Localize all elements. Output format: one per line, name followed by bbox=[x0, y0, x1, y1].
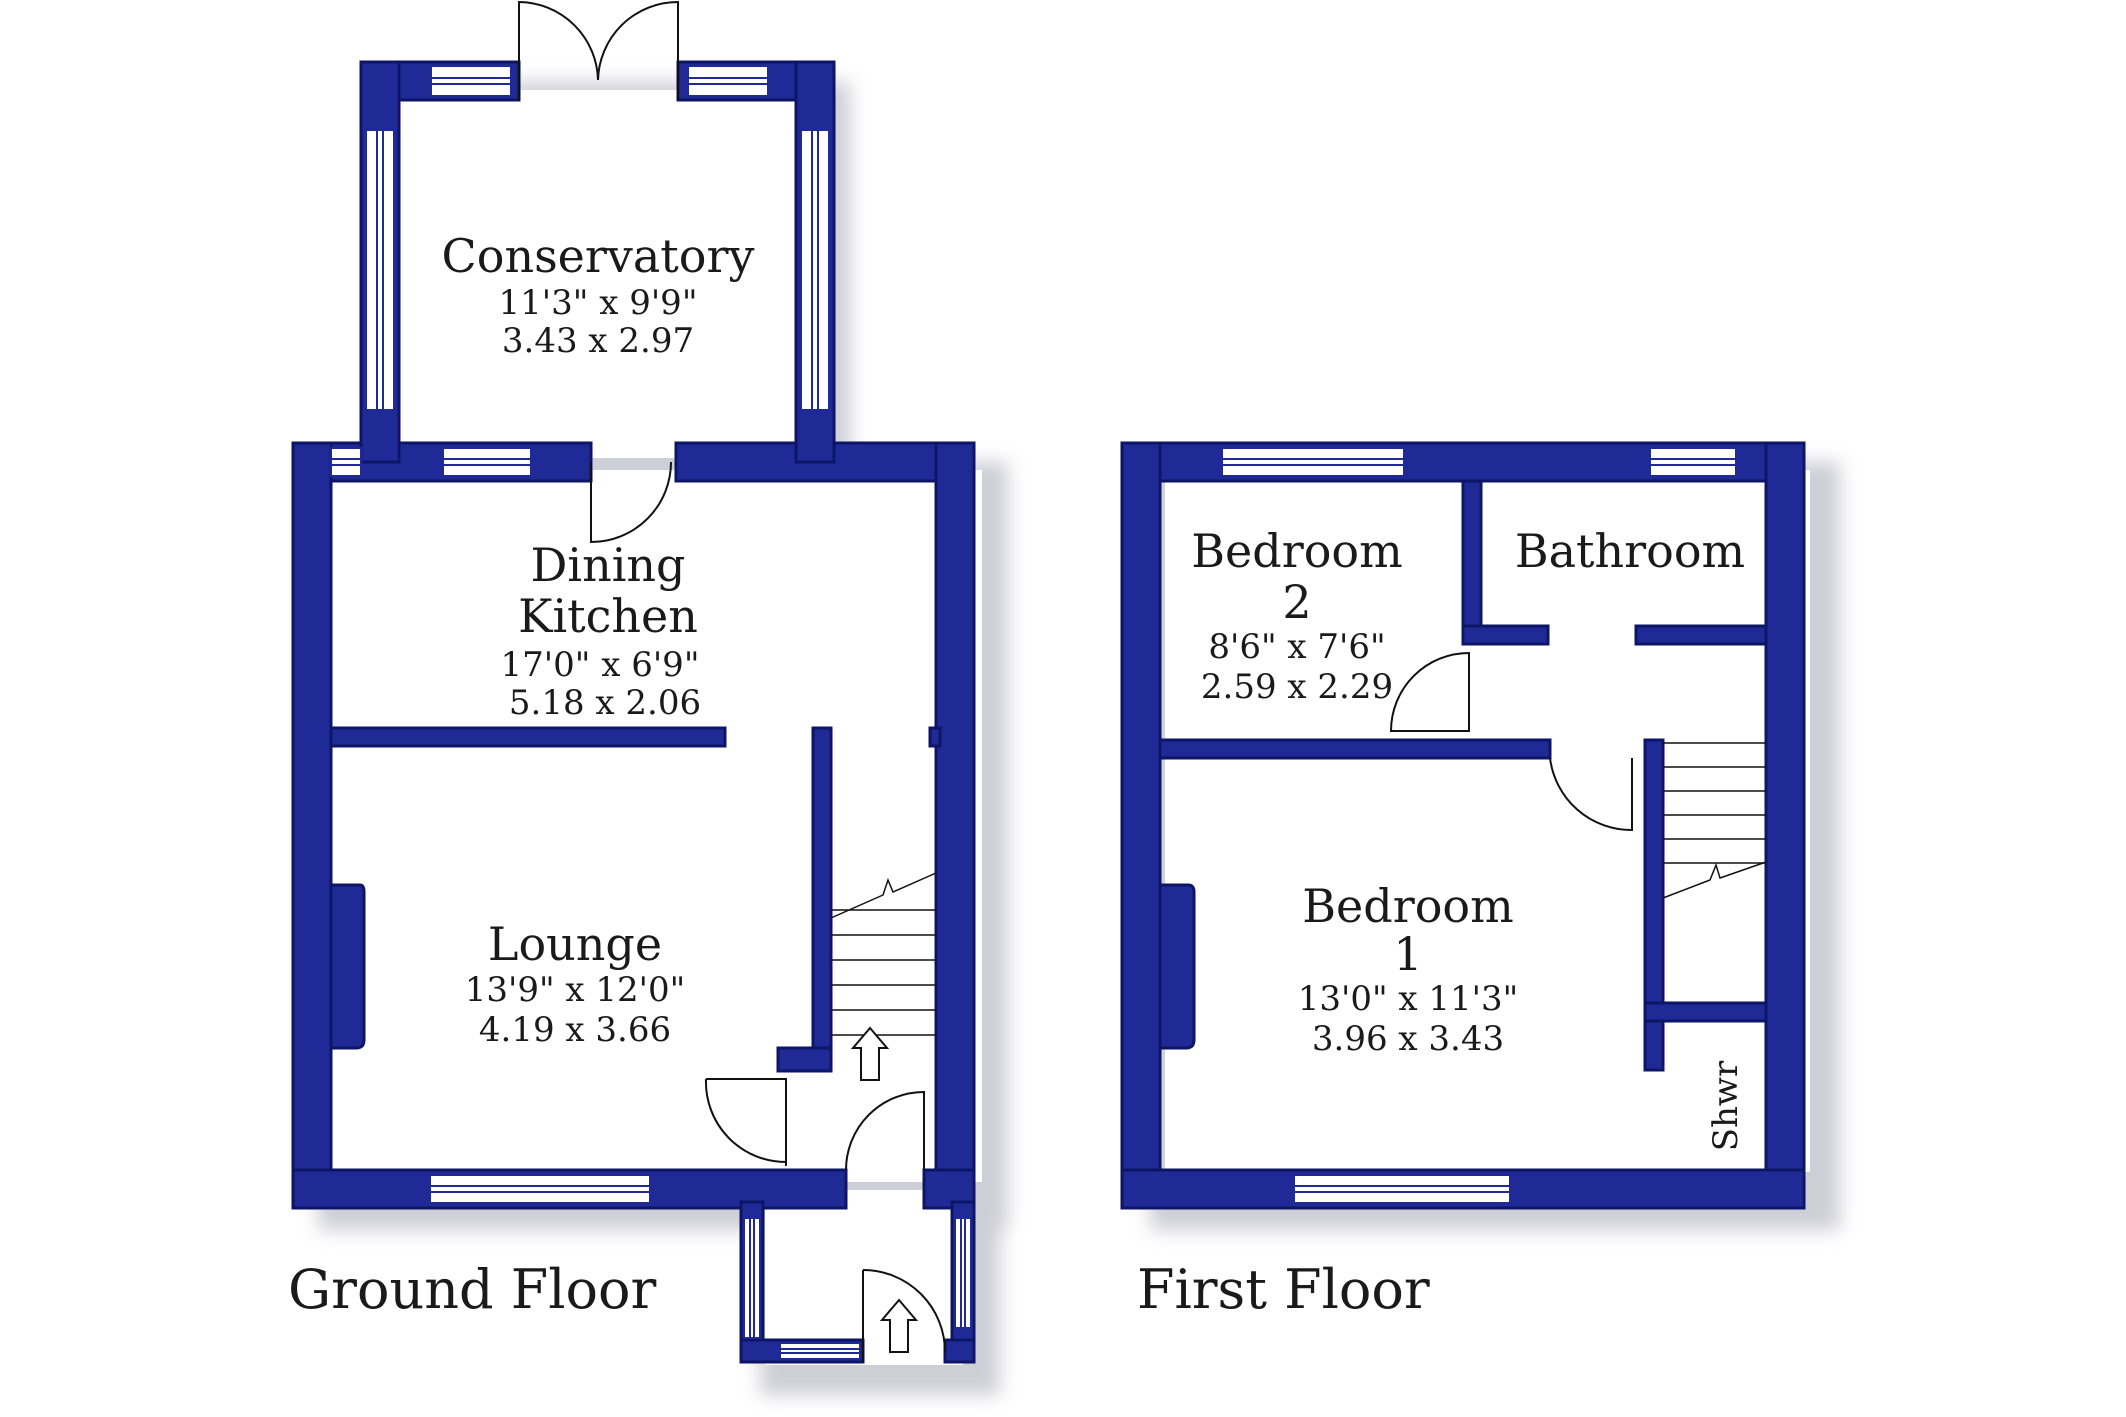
door-bedroom1 bbox=[1549, 757, 1633, 832]
ff-stair-wall bbox=[1643, 738, 1665, 1072]
room-name-bedroom1: Bedroom bbox=[1302, 879, 1513, 933]
window-porch-bottom bbox=[779, 1342, 861, 1360]
ff-stair-foot bbox=[1643, 1001, 1768, 1023]
window-gf-top-1 bbox=[330, 447, 362, 477]
window-cons-top-left bbox=[430, 65, 512, 97]
room-dim-imperial-dining-kitchen: 17'0" x 6'9" bbox=[501, 645, 700, 685]
gf-inner-stub bbox=[928, 726, 942, 748]
room-dim-imperial-lounge: 13'9" x 12'0" bbox=[465, 970, 686, 1010]
room-number-bedroom2: 2 bbox=[1282, 575, 1311, 629]
ff-chimney-breast bbox=[1158, 883, 1196, 1050]
window-cons-top-right bbox=[687, 65, 769, 97]
door-hall bbox=[845, 1090, 925, 1171]
up-arrow-icon bbox=[879, 1298, 919, 1353]
ff-bath-wall-h bbox=[1461, 624, 1550, 646]
room-dim-metric-conservatory: 3.43 x 2.97 bbox=[502, 321, 694, 361]
stairs-first bbox=[1662, 742, 1767, 899]
window-ff-bottom bbox=[1293, 1174, 1511, 1204]
room-name-dining: Dining bbox=[530, 538, 685, 592]
floor-label-first: First Floor bbox=[1137, 1258, 1430, 1321]
room-dim-metric-bedroom2: 2.59 x 2.29 bbox=[1201, 667, 1393, 707]
door-kitchen-cons bbox=[590, 461, 672, 544]
room-dim-metric-lounge: 4.19 x 3.66 bbox=[479, 1010, 671, 1050]
gf-wall-right bbox=[934, 441, 976, 1210]
door-lounge bbox=[706, 1078, 787, 1166]
room-name-bathroom: Bathroom bbox=[1515, 524, 1745, 578]
room-dim-imperial-conservatory: 11'3" x 9'9" bbox=[499, 283, 698, 323]
ff-bath-wall-h2 bbox=[1634, 624, 1768, 646]
door-cons-right bbox=[597, 0, 679, 100]
window-porch-left bbox=[743, 1217, 761, 1339]
interior-fill bbox=[330, 90, 1810, 1365]
up-arrow-icon bbox=[850, 1026, 890, 1081]
room-name-conservatory: Conservatory bbox=[442, 229, 755, 283]
room-dim-imperial-bedroom2: 8'6" x 7'6" bbox=[1208, 627, 1385, 667]
room-dim-metric-dining-kitchen: 5.18 x 2.06 bbox=[509, 683, 701, 723]
window-gf-bottom bbox=[429, 1174, 651, 1204]
ff-partition bbox=[1158, 738, 1552, 760]
window-porch-right bbox=[954, 1217, 972, 1329]
doors bbox=[518, 0, 1633, 1362]
window-gf-top-2 bbox=[442, 447, 532, 477]
gf-stair-foot bbox=[776, 1046, 833, 1073]
window-ff-top-2 bbox=[1649, 447, 1737, 477]
room-name-shower: Shwr bbox=[1706, 1060, 1746, 1151]
gf-partition bbox=[329, 726, 727, 748]
ff-wall-right bbox=[1764, 441, 1806, 1210]
room-name-kitchen: Kitchen bbox=[518, 589, 698, 643]
room-dim-imperial-bedroom1: 13'0" x 11'3" bbox=[1298, 979, 1519, 1019]
window-cons-left bbox=[365, 129, 395, 411]
gf-wall-left bbox=[291, 441, 333, 1210]
windows bbox=[330, 65, 1737, 1360]
door-cons-left bbox=[518, 0, 599, 100]
floor-label-ground: Ground Floor bbox=[288, 1258, 657, 1321]
door-bedroom2 bbox=[1389, 651, 1470, 732]
gf-stair-wall bbox=[811, 726, 833, 1073]
gf-chimney-breast bbox=[329, 883, 366, 1050]
room-name-lounge: Lounge bbox=[488, 917, 662, 971]
ff-wall-left bbox=[1120, 441, 1162, 1210]
porch-wall-bottom-right bbox=[943, 1338, 976, 1364]
ff-bath-wall-v bbox=[1461, 479, 1483, 646]
stairs-ground bbox=[830, 872, 937, 1036]
window-ff-top-1 bbox=[1221, 447, 1405, 477]
room-name-bedroom2: Bedroom bbox=[1191, 524, 1402, 578]
room-dim-metric-bedroom1: 3.96 x 3.43 bbox=[1312, 1019, 1504, 1059]
window-cons-right bbox=[800, 129, 830, 411]
room-number-bedroom1: 1 bbox=[1393, 927, 1422, 981]
gf-wall-bottom-right bbox=[922, 1168, 976, 1210]
